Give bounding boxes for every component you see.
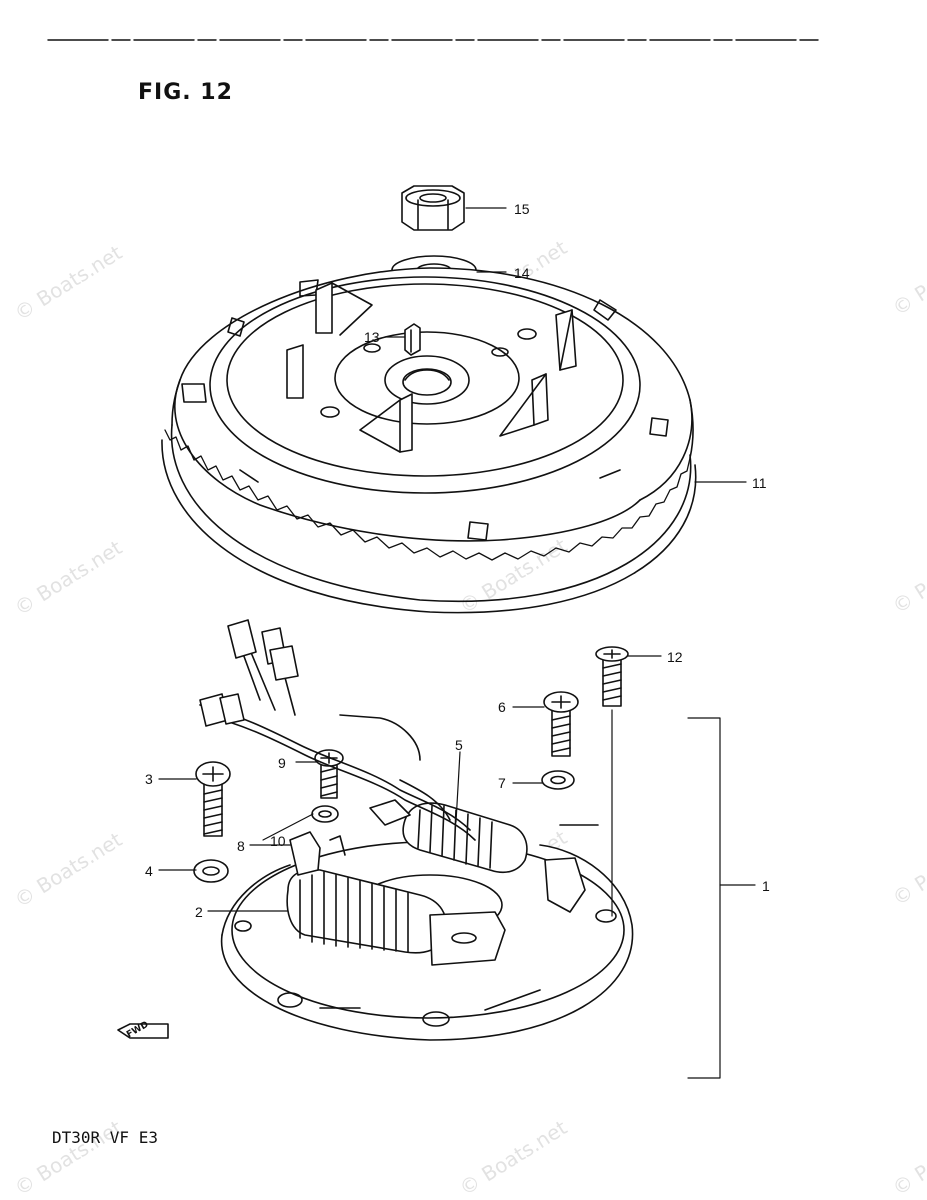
callout-2[interactable]: 2 <box>195 904 203 920</box>
woodruff-key-part <box>404 323 421 356</box>
model-code: DT30R VF E3 <box>52 1128 158 1147</box>
stator-screw-part-12 <box>595 646 629 707</box>
callout-14[interactable]: 14 <box>514 265 530 281</box>
callout-9[interactable]: 9 <box>278 755 286 771</box>
flywheel-part <box>161 267 697 614</box>
lock-washer-part-4 <box>193 859 229 883</box>
callout-6[interactable]: 6 <box>498 699 506 715</box>
stator-assembly-part <box>199 619 634 1041</box>
callout-5[interactable]: 5 <box>455 737 463 753</box>
callout-13[interactable]: 13 <box>364 329 380 345</box>
callout-7[interactable]: 7 <box>498 775 506 791</box>
flywheel-nut-part <box>401 185 465 231</box>
callout-10[interactable]: 10 <box>270 833 286 849</box>
callout-8[interactable]: 8 <box>237 838 245 854</box>
callout-1[interactable]: 1 <box>762 878 770 894</box>
callout-4[interactable]: 4 <box>145 863 153 879</box>
figure-title: FIG. 12 <box>138 80 233 105</box>
washer-part-10 <box>311 805 339 823</box>
callout-12[interactable]: 12 <box>667 649 683 665</box>
coil-screw-part-6 <box>543 691 579 757</box>
forward-arrow-icon <box>117 1023 169 1039</box>
lock-washer-part-7 <box>541 770 575 790</box>
callout-3[interactable]: 3 <box>145 771 153 787</box>
callout-11[interactable]: 11 <box>752 475 767 491</box>
stator-screw-part-3 <box>195 761 231 837</box>
leader-lines <box>158 207 756 1079</box>
callout-15[interactable]: 15 <box>514 201 530 217</box>
